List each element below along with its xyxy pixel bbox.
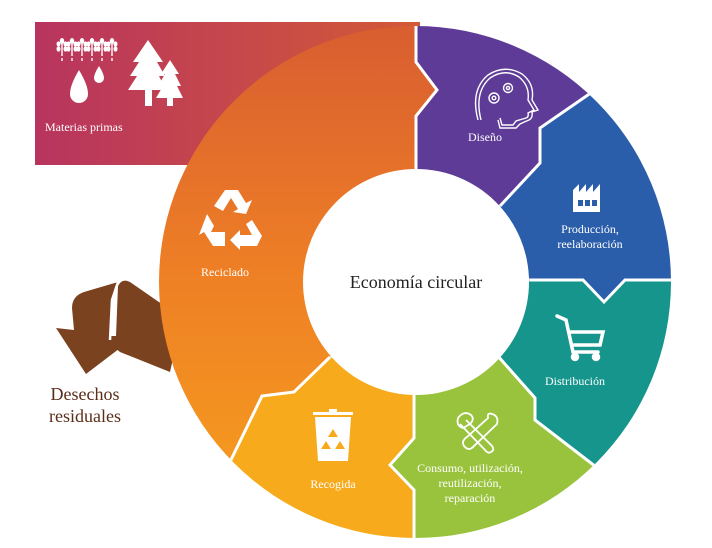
label-produccion-line2: reelaboración [557,237,623,251]
label-desechos-line1: Desechos [50,384,120,404]
label-produccion: Producción, reelaboración [540,222,640,252]
recycle-bin-icon [313,409,353,461]
water-drops-icon [70,66,104,103]
down-arrow-icon [56,280,182,374]
label-consumo: Consumo, utilización, reutilización, rep… [408,461,532,506]
center-title: Economía circular [349,272,483,292]
factory-icon [573,184,600,212]
label-distribucion: Distribución [545,374,605,388]
label-consumo-line2: reutilización, [438,476,502,490]
label-recogida: Recogida [310,477,356,491]
head-gears-icon [474,68,540,129]
shopping-cart-icon [555,314,606,362]
segment-reciclado [159,26,437,538]
wrench-hammer-icon [456,412,499,454]
label-consumo-line1: Consumo, utilización, [417,461,523,475]
label-desechos-residuales: Desechos residuales [30,383,140,427]
label-produccion-line1: Producción, [561,222,619,236]
label-consumo-line3: reparación [444,491,496,505]
center-circle [303,169,529,395]
trees-icon [128,40,183,106]
wheat-icon [56,38,118,61]
label-reciclado: Reciclado [201,265,249,279]
recycle-icon [199,190,262,250]
label-diseno: Diseño [468,130,502,144]
label-desechos-line2: residuales [49,406,121,426]
label-materias-primas: Materias primas [45,120,123,134]
